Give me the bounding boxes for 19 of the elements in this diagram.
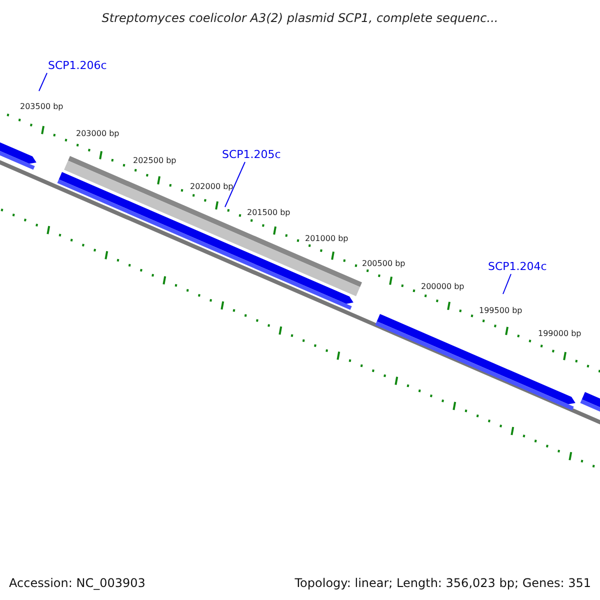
position-label: 202500 bp <box>133 157 176 165</box>
gene-label: SCP1.206c <box>48 60 107 71</box>
position-label: 203500 bp <box>20 103 64 111</box>
leader-line <box>38 72 48 92</box>
accession-text: Accession: NC_003903 <box>9 575 146 592</box>
leader-line <box>224 162 246 208</box>
title: Streptomyces coelicolor A3(2) plasmid SCP1, complete sequenc... <box>100 10 500 27</box>
position-label: 200000 bp <box>421 283 464 291</box>
gene-label: SCP1.204c <box>488 261 547 272</box>
position-label: 202000 bp <box>190 183 234 191</box>
gene-label: SCP1.205c <box>222 149 281 160</box>
position-label: 200500 bp <box>362 260 406 268</box>
position-label: 199500 bp <box>479 307 522 315</box>
position-label: 201500 bp <box>247 209 290 217</box>
leader-line <box>502 274 512 294</box>
position-label: 203000 bp <box>76 130 120 138</box>
summary-text: Topology: linear; Length: 356,023 bp; Genes: 351 <box>294 575 591 592</box>
position-label: 201000 bp <box>305 235 348 243</box>
position-label: 199000 bp <box>538 330 582 338</box>
